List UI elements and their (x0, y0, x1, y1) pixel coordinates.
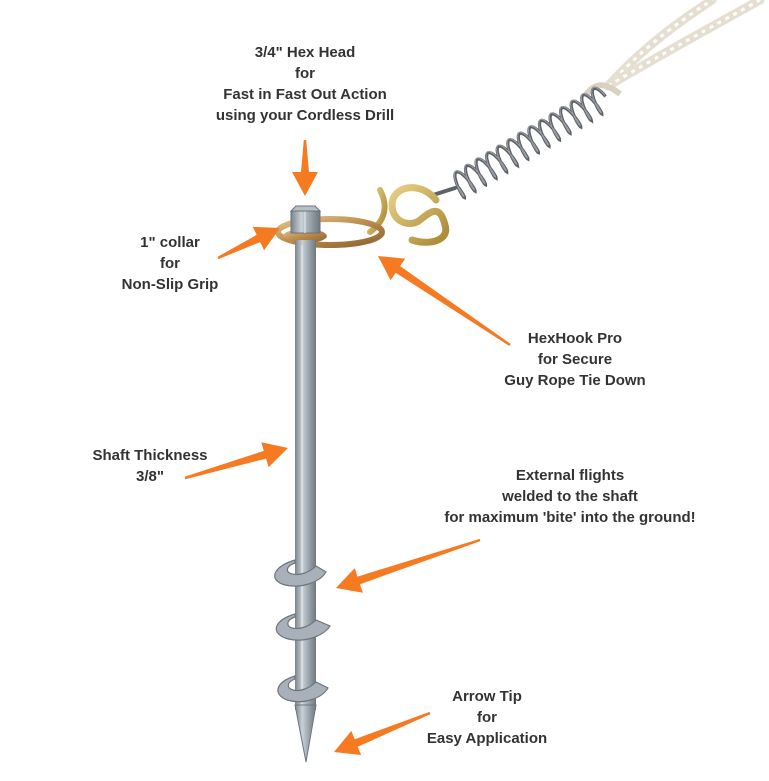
label-hexhook-line-1: HexHook Pro (527, 330, 623, 347)
arrow-tip (294, 704, 317, 763)
label-collar-line-1: 1" collar (140, 234, 200, 251)
label-hex-head-line-1: 3/4" Hex Head (254, 44, 356, 61)
label-shaft-line-1: Shaft Thickness (92, 447, 208, 464)
label-hex-head-line-2: for (295, 65, 315, 82)
s-hook (367, 184, 450, 246)
label-tip-line-1: Arrow Tip (452, 688, 522, 705)
guy-rope (582, 0, 765, 98)
arrow-collar (217, 226, 280, 260)
label-tip: Arrow Tip for Easy Application (412, 686, 562, 749)
arrow-tip (334, 711, 431, 755)
label-collar: 1" collar for Non-Slip Grip (100, 232, 240, 295)
label-shaft-line-2: 3/8" (136, 468, 164, 485)
label-shaft: Shaft Thickness 3/8" (75, 445, 225, 487)
arrow-shaft (184, 442, 288, 480)
label-flights-line-1: External flights (515, 467, 625, 484)
label-collar-line-2: for (160, 255, 180, 272)
label-hexhook-line-3: Guy Rope Tie Down (504, 372, 646, 389)
hex-head (289, 205, 322, 234)
arrow-flights (336, 538, 481, 593)
arrow-hex-head (292, 140, 318, 196)
label-tip-line-3: Easy Application (426, 730, 548, 747)
label-flights-line-3: for maximum 'bite' into the ground! (444, 509, 696, 526)
arrow-hexhook (378, 256, 511, 346)
label-collar-line-3: Non-Slip Grip (121, 276, 219, 293)
spiral-flights (274, 559, 331, 703)
callout-arrows (184, 140, 511, 755)
label-hexhook: HexHook Pro for Secure Guy Rope Tie Down (480, 328, 670, 391)
label-hex-head-line-4: using your Cordless Drill (215, 107, 395, 124)
tension-spring (428, 86, 607, 200)
label-hex-head-line-3: Fast in Fast Out Action (223, 86, 387, 103)
label-hex-head: 3/4" Hex Head for Fast in Fast Out Actio… (200, 42, 410, 126)
label-tip-line-2: for (477, 709, 497, 726)
label-flights-line-2: welded to the shaft (502, 488, 638, 505)
label-flights: External flights welded to the shaft for… (420, 465, 720, 528)
label-hexhook-line-2: for Secure (537, 351, 613, 368)
